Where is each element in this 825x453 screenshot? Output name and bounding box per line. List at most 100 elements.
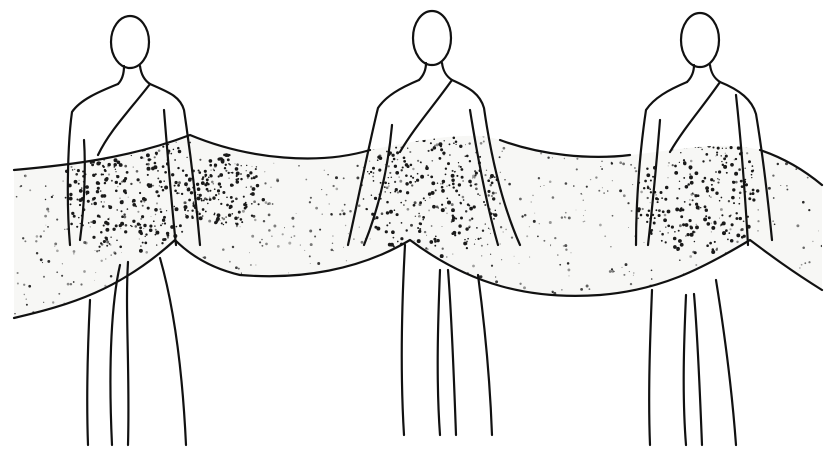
- speckle-dot: [718, 144, 719, 145]
- speckle-dot: [648, 210, 651, 213]
- speckle-dot: [677, 208, 678, 209]
- speckle-dot: [199, 171, 202, 174]
- speckle-dot: [603, 192, 604, 193]
- speckle-dot: [207, 190, 209, 192]
- speckle-dot: [661, 233, 664, 236]
- speckle-dot: [110, 275, 113, 278]
- speckle-dot: [157, 170, 159, 172]
- speckle-dot: [175, 207, 179, 211]
- speckle-dot: [113, 166, 115, 168]
- speckle-dot: [86, 194, 87, 195]
- speckle-dot: [711, 293, 714, 296]
- speckle-dot: [768, 261, 771, 264]
- speckle-dot: [728, 264, 730, 266]
- speckle-dot: [61, 275, 63, 277]
- speckle-dot: [433, 238, 436, 241]
- speckle-dot: [26, 304, 28, 306]
- speckle-dot: [273, 225, 276, 228]
- speckle-dot: [609, 270, 612, 273]
- speckle-dot: [101, 260, 103, 262]
- speckle-dot: [687, 183, 690, 186]
- speckle-dot: [268, 202, 271, 205]
- speckle-dot: [241, 221, 243, 223]
- speckle-dot: [143, 200, 145, 202]
- speckle-dot: [745, 183, 748, 186]
- speckle-dot: [270, 187, 272, 189]
- speckle-dot: [214, 221, 217, 224]
- speckle-dot: [683, 141, 685, 143]
- speckle-dot: [202, 208, 205, 211]
- speckle-dot: [802, 201, 805, 204]
- speckle-dot: [386, 211, 389, 214]
- speckle-dot: [174, 189, 177, 192]
- speckle-dot: [426, 235, 427, 236]
- speckle-dot: [757, 209, 758, 210]
- speckle-dot: [266, 301, 268, 303]
- speckle-dot: [394, 165, 397, 168]
- speckle-dot: [217, 189, 220, 192]
- speckle-dot: [798, 277, 799, 278]
- speckle-dot: [185, 277, 186, 278]
- figure-right-legs: [649, 280, 736, 445]
- speckle-dot: [721, 214, 723, 216]
- speckle-dot: [265, 243, 268, 246]
- speckle-dot: [485, 223, 486, 224]
- speckle-dot: [214, 188, 216, 190]
- speckle-dot: [58, 293, 60, 295]
- speckle-dot: [601, 168, 603, 170]
- speckle-dot: [160, 316, 161, 317]
- speckle-dot: [229, 261, 231, 263]
- speckle-dot: [705, 186, 709, 190]
- speckle-dot: [141, 215, 144, 218]
- speckle-dot: [309, 255, 311, 257]
- speckle-dot: [332, 235, 334, 237]
- speckle-dot: [202, 136, 203, 137]
- speckle-dot: [70, 223, 73, 226]
- speckle-dot: [288, 272, 289, 273]
- speckle-dot: [721, 161, 722, 162]
- speckle-dot: [503, 232, 504, 233]
- speckle-dot: [256, 166, 257, 167]
- speckle-dot: [422, 139, 425, 142]
- speckle-dot: [245, 204, 247, 206]
- speckle-dot: [632, 184, 633, 185]
- speckle-dot: [415, 216, 416, 217]
- speckle-dot: [500, 172, 501, 173]
- speckle-dot: [713, 221, 716, 224]
- speckle-dot: [163, 216, 166, 219]
- speckle-dot: [370, 238, 371, 239]
- speckle-dot: [146, 153, 150, 157]
- speckle-dot: [210, 169, 211, 170]
- speckle-dot: [777, 163, 779, 165]
- speckle-dot: [690, 169, 692, 171]
- speckle-dot: [121, 252, 122, 253]
- speckle-dot: [36, 235, 39, 238]
- speckle-dot: [807, 177, 809, 179]
- speckle-dot: [756, 189, 759, 192]
- speckle-dot: [692, 251, 695, 254]
- speckle-dot: [223, 154, 226, 157]
- speckle-dot: [721, 197, 723, 199]
- speckle-dot: [613, 300, 616, 303]
- speckle-dot: [722, 148, 723, 149]
- speckle-dot: [773, 197, 775, 199]
- speckle-dot: [689, 255, 692, 258]
- speckle-dot: [679, 162, 680, 163]
- speckle-dot: [371, 267, 372, 268]
- speckle-dot: [469, 219, 472, 222]
- speckle-dot: [714, 241, 716, 243]
- speckle-dot: [378, 169, 381, 172]
- speckle-dot: [54, 246, 55, 247]
- speckle-dot: [780, 268, 781, 269]
- speckle-dot: [767, 136, 769, 138]
- speckle-dot: [461, 168, 464, 171]
- speckle-dot: [551, 314, 553, 316]
- speckle-dot: [156, 244, 157, 245]
- speckle-dot: [136, 170, 139, 173]
- speckle-dot: [692, 192, 694, 194]
- speckle-dot: [680, 215, 683, 218]
- speckle-dot: [490, 233, 491, 234]
- speckle-dot: [177, 147, 180, 150]
- speckle-dot: [178, 193, 179, 194]
- speckle-dot: [116, 303, 119, 306]
